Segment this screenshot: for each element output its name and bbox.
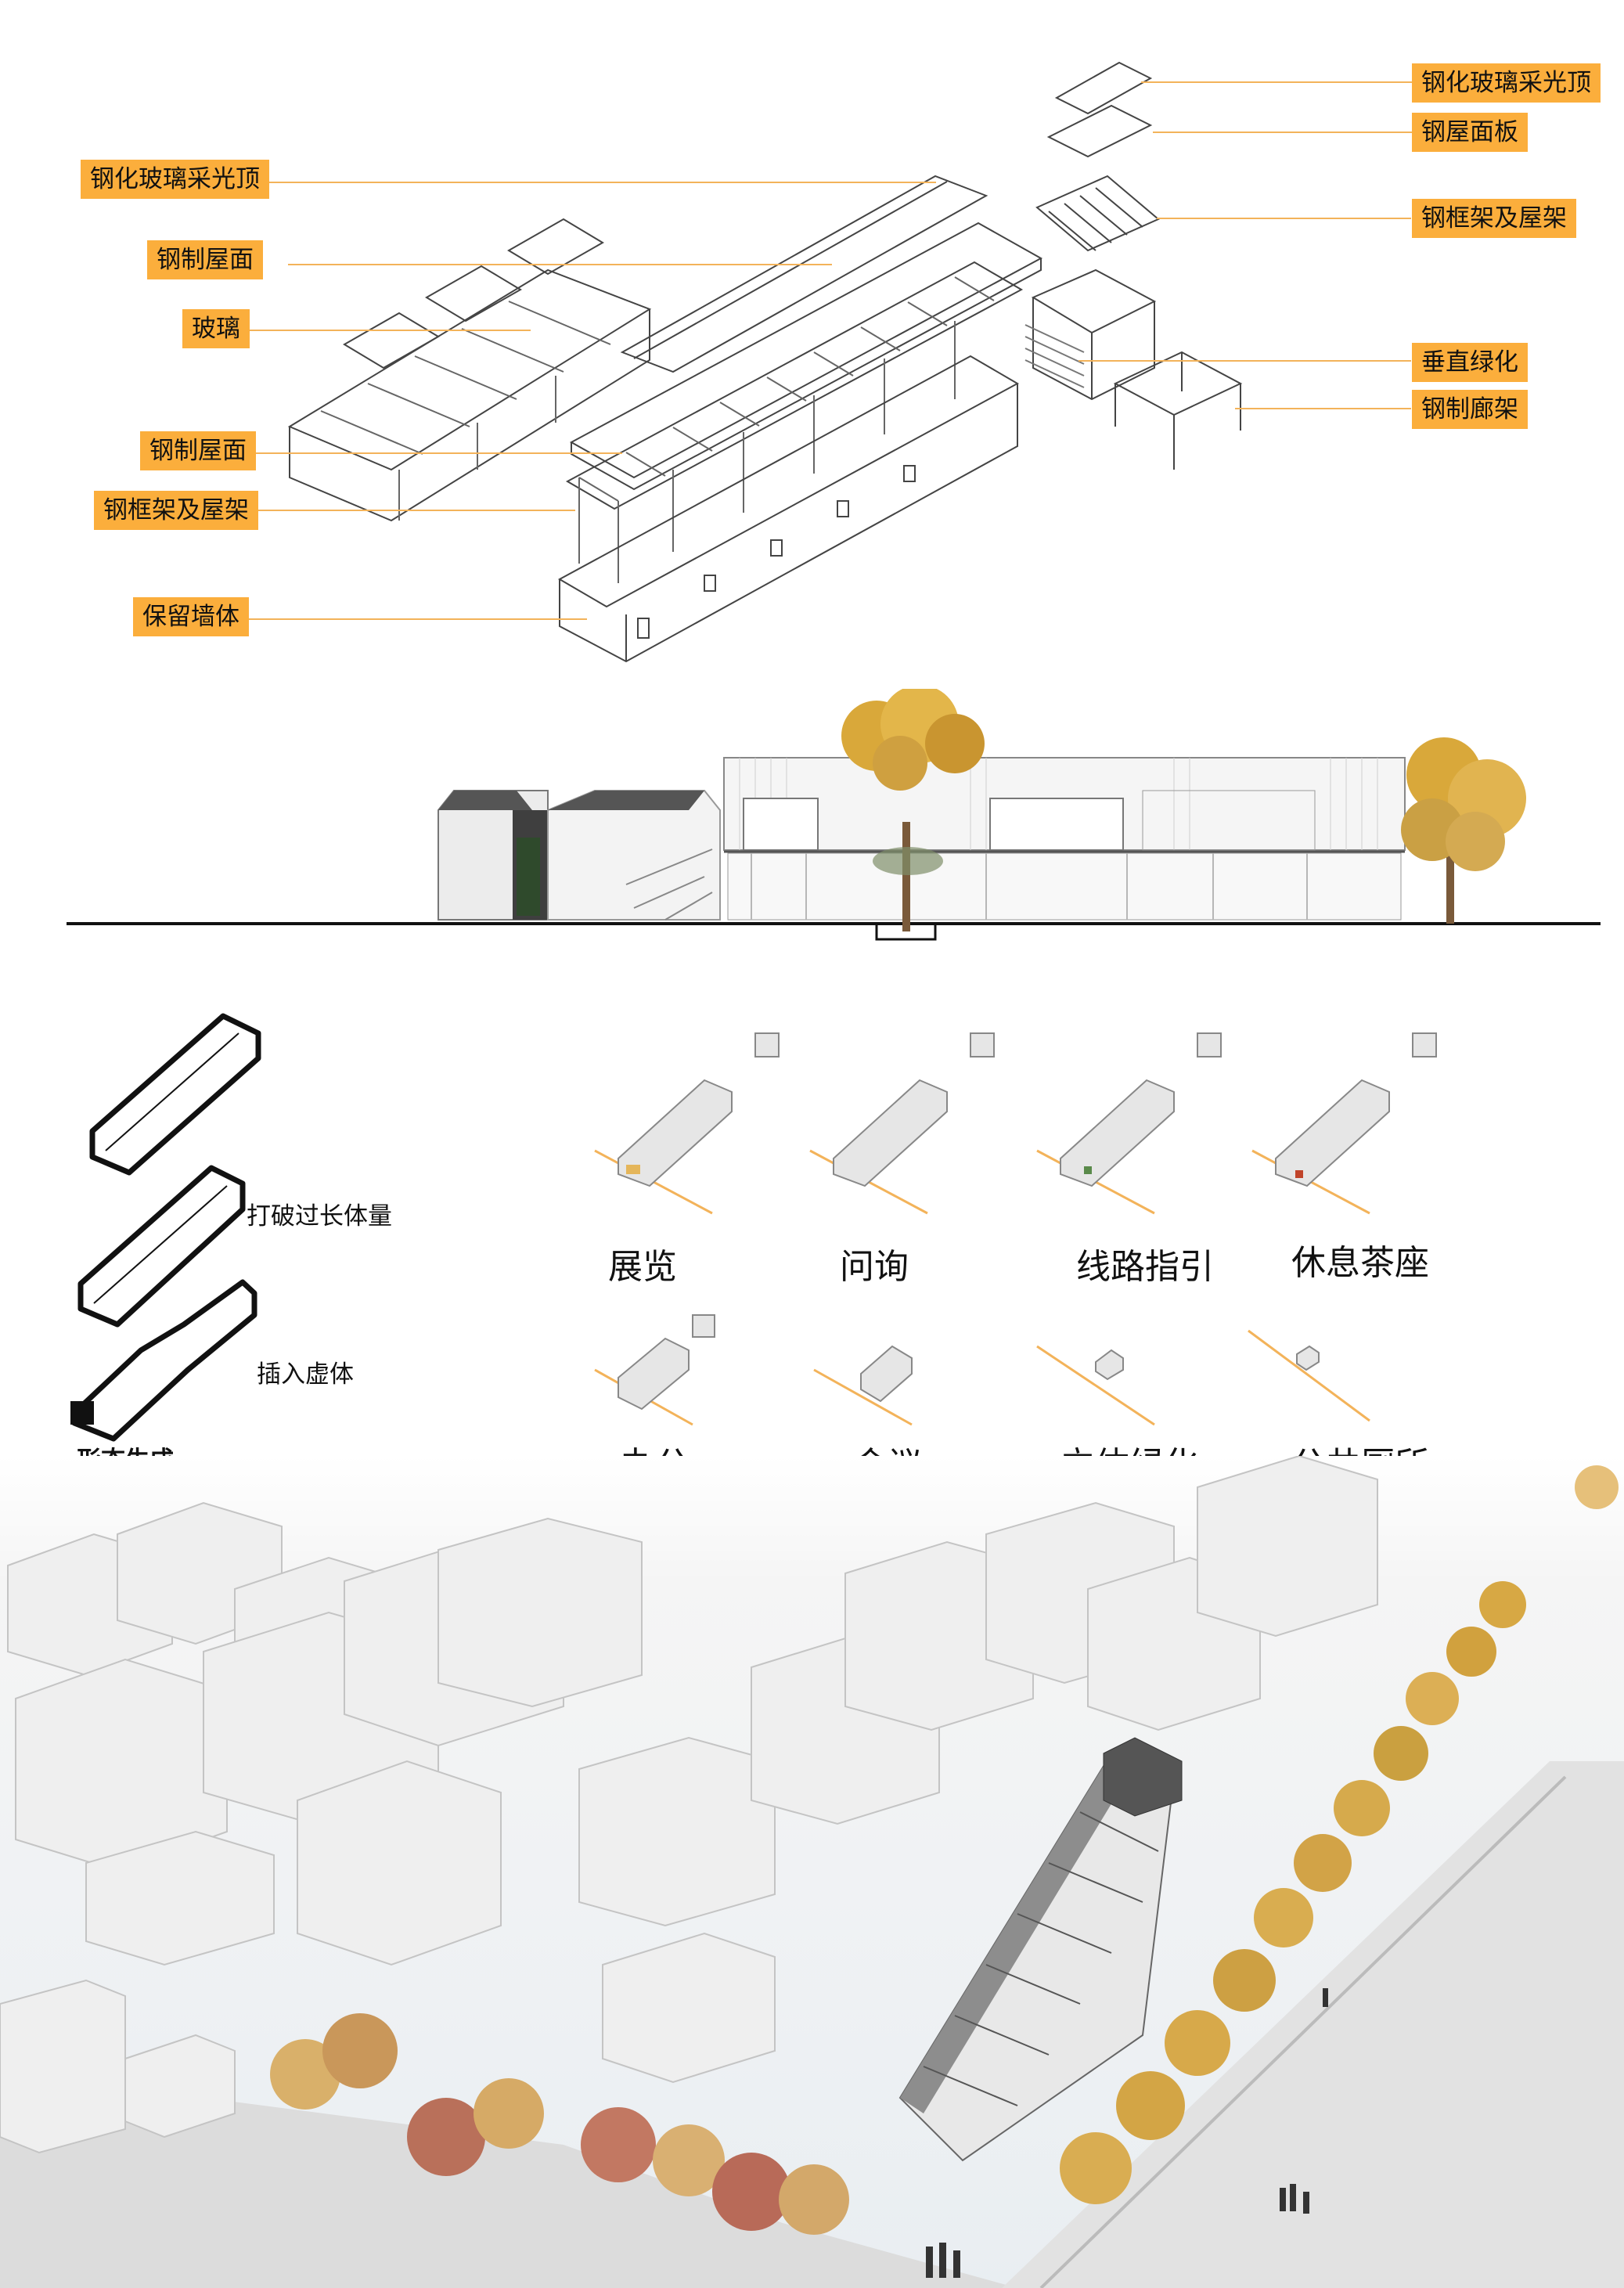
leader-line xyxy=(288,264,832,265)
label-steel-frame-truss-right: 钢框架及屋架 xyxy=(1412,199,1576,238)
label-tempered-glass-skylight: 钢化玻璃采光顶 xyxy=(81,160,269,199)
label-steel-roof-panel: 钢屋面板 xyxy=(1412,113,1528,152)
func-label-tea-lounge: 休息茶座 xyxy=(1291,1243,1429,1283)
aerial-drawing xyxy=(0,1456,1624,2288)
label-tempered-glass-skylight-right: 钢化玻璃采光顶 xyxy=(1412,63,1601,103)
label-steel-roof-lower: 钢制屋面 xyxy=(140,431,256,470)
leader-line xyxy=(1078,360,1411,362)
aerial-render xyxy=(0,1456,1624,2288)
label-vertical-greening: 垂直绿化 xyxy=(1412,343,1528,382)
leader-line xyxy=(1235,408,1411,409)
label-steel-roof: 钢制屋面 xyxy=(147,240,263,279)
func-label-route-guidance: 线路指引 xyxy=(1076,1247,1214,1287)
label-steel-frame-truss: 钢框架及屋架 xyxy=(94,491,258,530)
leader-line xyxy=(1153,132,1417,133)
exploded-drawing xyxy=(287,61,1243,663)
leader-line xyxy=(249,452,622,454)
step-break-long-volume: 打破过长体量 xyxy=(247,1202,392,1230)
leader-line xyxy=(237,330,531,331)
exploded-axonometric: 钢化玻璃采光顶 钢制屋面 玻璃 钢制屋面 钢框架及屋架 保留墙体 钢化玻璃采光顶… xyxy=(0,0,1624,689)
func-label-exhibition: 展览 xyxy=(608,1247,677,1287)
form-generation-drawings xyxy=(70,1013,1437,1442)
elevation-drawing xyxy=(67,689,1601,941)
leader-line xyxy=(1157,218,1411,219)
leader-line xyxy=(1141,81,1417,83)
label-glass: 玻璃 xyxy=(182,309,250,348)
func-label-inquiry: 问询 xyxy=(840,1247,909,1287)
leader-line xyxy=(249,182,936,183)
label-retained-wall: 保留墙体 xyxy=(133,597,249,636)
form-and-function: 打破过长体量 插入虚体 形态生成 展览 问询 线路指引 休息茶座 办公 会议 立… xyxy=(0,955,1624,1485)
leader-line xyxy=(249,510,575,511)
step-insert-void: 插入虚体 xyxy=(257,1360,354,1389)
leader-line xyxy=(249,618,587,620)
section-elevation xyxy=(0,689,1624,955)
label-steel-pergola: 钢制廊架 xyxy=(1412,390,1528,429)
